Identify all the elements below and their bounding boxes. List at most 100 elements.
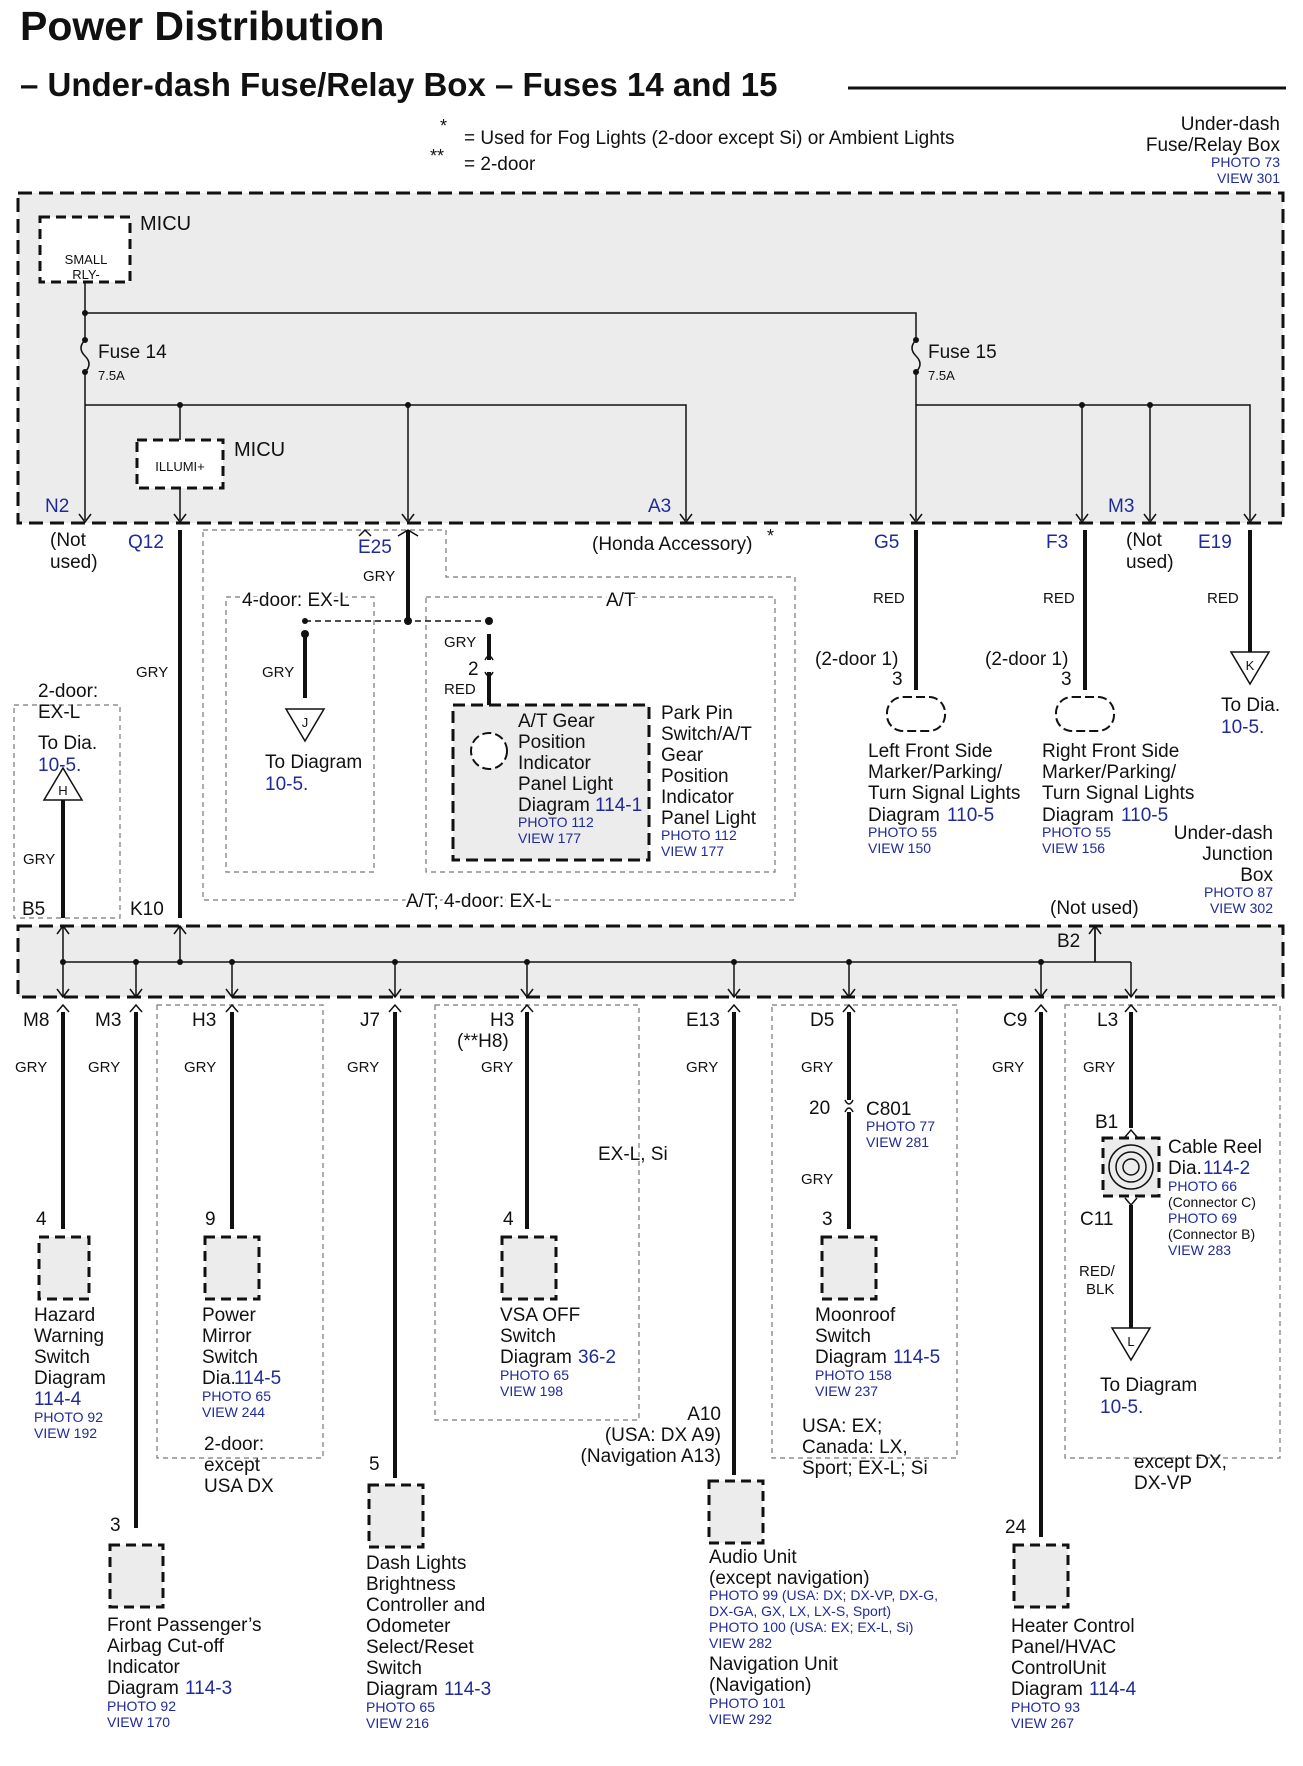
cable-reel-photo-1: PHOTO 66: [1168, 1178, 1237, 1194]
audio-view-282: VIEW 282: [709, 1635, 772, 1651]
audio-line-1: Audio Unit: [709, 1547, 797, 1568]
moonroof-diagram: Diagram: [815, 1347, 887, 1368]
cable-reel-region: [1064, 1004, 1281, 1459]
left-marker-diagram-ref: 110-5: [947, 805, 994, 826]
at-gear-line-3: Indicator: [518, 753, 592, 774]
4door-exl-region: [225, 596, 375, 873]
moonroof-cond-1: USA: EX;: [802, 1416, 882, 1437]
e19-color: RED: [1207, 590, 1239, 607]
at-gear-line-4: Panel Light: [518, 774, 614, 795]
e25-color: GRY: [363, 568, 395, 585]
cable-reel-coil-outer: [1108, 1144, 1154, 1190]
audio-a10-3: (Navigation A13): [581, 1446, 721, 1467]
m3-not-used-2: used): [1126, 552, 1174, 573]
right-marker-view: VIEW 156: [1042, 840, 1105, 856]
mirror-cond-3: USA DX: [204, 1476, 274, 1497]
park-pin-view: VIEW 177: [661, 843, 724, 859]
fuse-relay-box: [16, 191, 1285, 525]
airbag-view: VIEW 170: [107, 1714, 170, 1730]
junction-box-name-3: Box: [1240, 865, 1273, 886]
e13-color: GRY: [686, 1059, 718, 1076]
h3-color: GRY: [184, 1059, 216, 1076]
moonroof-line-2: Switch: [815, 1326, 871, 1347]
mirror-cond-2: except: [204, 1455, 261, 1476]
at-gear-color-2: RED: [444, 681, 476, 698]
dash-diagram-ref: 114-3: [444, 1679, 491, 1700]
moonroof-region: [771, 1004, 958, 1459]
park-pin-line-2: Switch/A/T: [661, 724, 752, 745]
cable-reel-box: [1101, 1136, 1161, 1198]
airbag-diagram-ref: 114-3: [185, 1678, 232, 1699]
moonroof-color: GRY: [801, 1171, 833, 1188]
cable-reel-cond-2: DX-VP: [1134, 1473, 1192, 1494]
mirror-dia: Dia.: [202, 1368, 236, 1389]
cable-reel-color-2: BLK: [1086, 1281, 1114, 1298]
c801-photo: PHOTO 77: [866, 1118, 935, 1134]
junction-box-view: VIEW 302: [1210, 900, 1273, 916]
heater-pin: 24: [1005, 1517, 1027, 1538]
park-pin-line-5: Indicator: [661, 787, 735, 808]
cable-reel-c11: C11: [1080, 1209, 1113, 1230]
terminal-m3: M3: [1108, 496, 1134, 517]
heater-control-unit: [1012, 1543, 1070, 1609]
dash-view: VIEW 216: [366, 1715, 429, 1731]
airbag-diagram: Diagram: [107, 1678, 179, 1699]
small-rly-label-1: SMALL: [65, 252, 108, 267]
m3-color: GRY: [88, 1059, 120, 1076]
airbag-photo: PHOTO 92: [107, 1698, 176, 1714]
mirror-line-2: Mirror: [202, 1326, 252, 1347]
right-marker-light: [1055, 696, 1115, 732]
left-marker-door: (2-door 1): [815, 649, 898, 670]
at-4door-label: A/T; 4-door: EX-L: [406, 891, 552, 912]
dash-line-5: Select/Reset: [366, 1637, 474, 1658]
right-marker-door: (2-door 1): [985, 649, 1068, 670]
moonroof-line-1: Moonroof: [815, 1305, 896, 1326]
n2-not-used-2: used): [50, 552, 98, 573]
m8-color: GRY: [15, 1059, 47, 1076]
2door-exl-2: EX-L: [38, 702, 80, 723]
b2-not-used: (Not used): [1050, 898, 1139, 919]
at-gear-line-2: Position: [518, 732, 586, 753]
junction-box-name-1: Under-dash: [1174, 823, 1273, 844]
h-color: GRY: [23, 851, 55, 868]
to-dia-h-ref: 10-5.: [38, 755, 81, 776]
exl-si-label: EX-L, Si: [598, 1144, 668, 1165]
d5-color: GRY: [801, 1059, 833, 1076]
at-gear-color-1: GRY: [444, 634, 476, 651]
cable-reel-arrows: [1124, 1128, 1138, 1207]
connector-l-label: L: [1127, 1334, 1134, 1349]
main-wires: [61, 530, 1252, 918]
dash-lights-controller: [367, 1483, 425, 1549]
right-marker-pin: 3: [1061, 669, 1072, 690]
at-gear-bulb: [470, 732, 508, 770]
vsa-line-1: VSA OFF: [500, 1305, 580, 1326]
cable-reel-dia: Dia.: [1168, 1158, 1202, 1179]
fuse-box-wiring: [80, 282, 1251, 520]
moonroof-photo: PHOTO 158: [815, 1367, 892, 1383]
bottom-wires: [61, 1012, 1133, 1537]
vsa-color: GRY: [481, 1059, 513, 1076]
audio-line-2: (except navigation): [709, 1568, 870, 1589]
honda-accessory-label: (Honda Accessory): [592, 534, 753, 555]
right-marker-photo: PHOTO 55: [1042, 824, 1111, 840]
terminal-q12: Q12: [128, 532, 164, 553]
fuse-box-name-1: Under-dash: [1181, 114, 1280, 135]
connector-j-label: J: [302, 715, 309, 730]
micu-illumi: [135, 438, 225, 490]
illumi-label: ILLUMI+: [155, 459, 205, 474]
terminal-h3-mirror: H3: [192, 1010, 216, 1031]
cable-reel-photo-2: PHOTO 69: [1168, 1210, 1237, 1226]
terminal-a3: A3: [648, 496, 671, 517]
moonroof-cond-3: Sport; EX-L; Si: [802, 1458, 928, 1479]
mirror-region: [156, 1004, 324, 1459]
terminal-f3: F3: [1046, 532, 1068, 553]
to-dia-k: To Dia.: [1221, 695, 1280, 716]
at-gear-indicator-box: [451, 703, 651, 862]
vsa-line-2: Switch: [500, 1326, 556, 1347]
hazard-view: VIEW 192: [34, 1425, 97, 1441]
c9-color: GRY: [992, 1059, 1024, 1076]
at-label: A/T: [606, 590, 636, 611]
dash-photo: PHOTO 65: [366, 1699, 435, 1715]
audio-a10-1: A10: [687, 1404, 721, 1425]
